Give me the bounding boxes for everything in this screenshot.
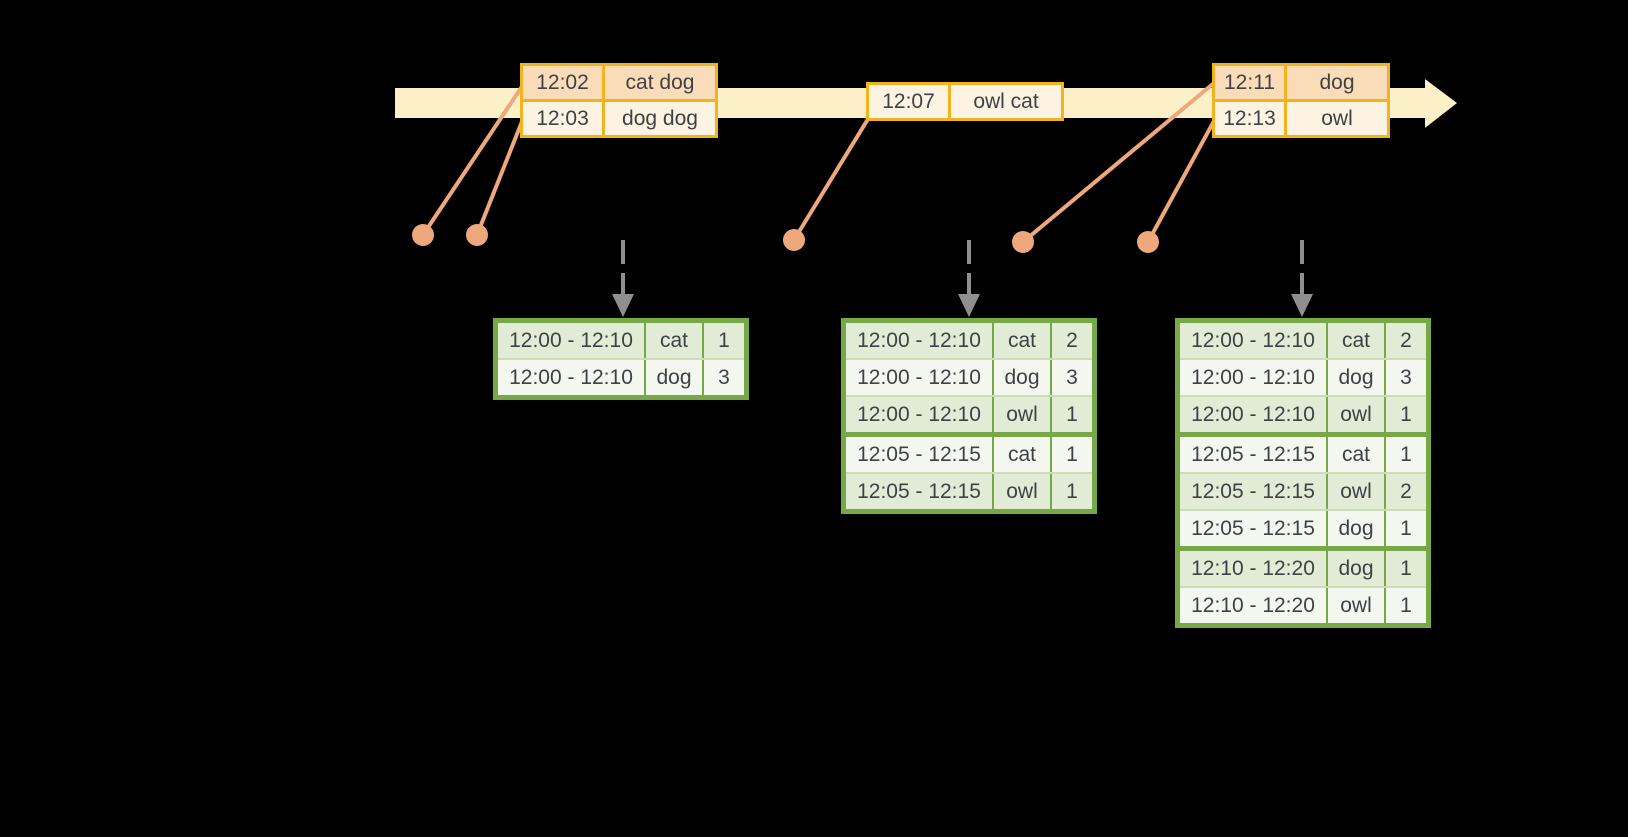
event-time-cell: 12:13 bbox=[1212, 99, 1287, 138]
window-cell: 12:05 - 12:15 bbox=[1176, 472, 1328, 511]
event-connector-line bbox=[475, 118, 525, 236]
count-cell: 2 bbox=[1050, 319, 1096, 360]
table-row: 12:05 - 12:15 dog 1 bbox=[1176, 509, 1430, 550]
count-cell: 1 bbox=[1050, 395, 1096, 436]
event-words-cell: dog dog bbox=[602, 99, 718, 138]
table-row: 12:10 - 12:20 owl 1 bbox=[1176, 586, 1430, 627]
event-dot-icon bbox=[1012, 231, 1034, 253]
event-time-cell: 12:02 bbox=[520, 63, 605, 102]
input-batch-table-1: 12:02 cat dog 12:03 dog dog bbox=[520, 63, 718, 138]
word-cell: dog bbox=[992, 358, 1052, 397]
window-cell: 12:05 - 12:15 bbox=[842, 472, 994, 513]
event-dot-icon bbox=[466, 224, 488, 246]
event-time-cell: 12:11 bbox=[1212, 63, 1287, 102]
event-dots bbox=[412, 224, 1159, 253]
table-row: 12:00 - 12:10 dog 3 bbox=[494, 358, 748, 399]
table-row: 12:13 owl bbox=[1212, 99, 1390, 138]
word-cell: owl bbox=[1326, 472, 1386, 511]
event-dot-icon bbox=[412, 224, 434, 246]
event-connector-line bbox=[792, 117, 870, 242]
word-cell: cat bbox=[644, 319, 704, 360]
down-arrowhead-icon bbox=[1291, 294, 1313, 317]
count-cell: 3 bbox=[1384, 358, 1430, 397]
window-cell: 12:05 - 12:15 bbox=[1176, 509, 1328, 550]
window-cell: 12:00 - 12:10 bbox=[842, 358, 994, 397]
window-cell: 12:10 - 12:20 bbox=[1176, 586, 1328, 627]
table-row: 12:07 owl cat bbox=[866, 82, 1064, 121]
table-row: 12:05 - 12:15 owl 1 bbox=[842, 472, 1096, 513]
window-cell: 12:00 - 12:10 bbox=[1176, 395, 1328, 436]
table-row: 12:00 - 12:10 dog 3 bbox=[1176, 358, 1430, 397]
event-words-cell: owl cat bbox=[948, 82, 1064, 121]
word-cell: owl bbox=[992, 472, 1052, 513]
result-table-1: 12:00 - 12:10 cat 1 12:00 - 12:10 dog 3 bbox=[493, 318, 749, 400]
table-row: 12:05 - 12:15 owl 2 bbox=[1176, 472, 1430, 511]
word-cell: cat bbox=[1326, 432, 1386, 474]
window-cell: 12:05 - 12:15 bbox=[1176, 432, 1328, 474]
window-cell: 12:00 - 12:10 bbox=[842, 319, 994, 360]
event-words-cell: dog bbox=[1284, 63, 1390, 102]
count-cell: 2 bbox=[1384, 472, 1430, 511]
word-cell: dog bbox=[1326, 546, 1386, 588]
event-time-cell: 12:03 bbox=[520, 99, 605, 138]
word-cell: cat bbox=[992, 432, 1052, 474]
word-cell: dog bbox=[1326, 509, 1386, 550]
event-dot-icon bbox=[783, 229, 805, 251]
event-words-cell: cat dog bbox=[602, 63, 718, 102]
table-row: 12:00 - 12:10 cat 2 bbox=[1176, 319, 1430, 360]
event-connectors bbox=[421, 81, 1216, 244]
event-connector-line bbox=[1021, 81, 1216, 244]
input-batch-table-2: 12:07 owl cat bbox=[866, 82, 1064, 121]
input-batch-table-3: 12:11 dog 12:13 owl bbox=[1212, 63, 1390, 138]
window-cell: 12:10 - 12:20 bbox=[1176, 546, 1328, 588]
window-cell: 12:05 - 12:15 bbox=[842, 432, 994, 474]
word-cell: owl bbox=[1326, 395, 1386, 436]
table-row: 12:00 - 12:10 cat 1 bbox=[494, 319, 748, 360]
count-cell: 1 bbox=[1050, 472, 1096, 513]
table-row: 12:03 dog dog bbox=[520, 99, 718, 138]
table-row: 12:00 - 12:10 dog 3 bbox=[842, 358, 1096, 397]
event-connector-line bbox=[1146, 120, 1216, 243]
word-cell: dog bbox=[1326, 358, 1386, 397]
word-cell: owl bbox=[992, 395, 1052, 436]
down-arrowhead-icon bbox=[958, 294, 980, 317]
count-cell: 1 bbox=[1384, 586, 1430, 627]
window-cell: 12:00 - 12:10 bbox=[1176, 358, 1328, 397]
trigger-arrows bbox=[612, 240, 1313, 317]
result-table-3: 12:00 - 12:10 cat 2 12:00 - 12:10 dog 3 … bbox=[1175, 318, 1431, 628]
down-arrowhead-icon bbox=[612, 294, 634, 317]
table-row: 12:02 cat dog bbox=[520, 63, 718, 102]
table-row: 12:11 dog bbox=[1212, 63, 1390, 102]
count-cell: 1 bbox=[702, 319, 748, 360]
window-cell: 12:00 - 12:10 bbox=[1176, 319, 1328, 360]
window-cell: 12:00 - 12:10 bbox=[494, 319, 646, 360]
event-time-cell: 12:07 bbox=[866, 82, 951, 121]
table-row: 12:10 - 12:20 dog 1 bbox=[1176, 546, 1430, 588]
count-cell: 1 bbox=[1384, 395, 1430, 436]
table-row: 12:05 - 12:15 cat 1 bbox=[1176, 432, 1430, 474]
table-row: 12:00 - 12:10 cat 2 bbox=[842, 319, 1096, 360]
timeline-arrowhead-icon bbox=[1425, 79, 1457, 128]
word-cell: cat bbox=[992, 319, 1052, 360]
word-cell: owl bbox=[1326, 586, 1386, 627]
table-row: 12:05 - 12:15 cat 1 bbox=[842, 432, 1096, 474]
count-cell: 1 bbox=[1050, 432, 1096, 474]
event-words-cell: owl bbox=[1284, 99, 1390, 138]
table-row: 12:00 - 12:10 owl 1 bbox=[842, 395, 1096, 436]
word-cell: dog bbox=[644, 358, 704, 399]
count-cell: 1 bbox=[1384, 432, 1430, 474]
word-cell: cat bbox=[1326, 319, 1386, 360]
event-dot-icon bbox=[1137, 231, 1159, 253]
count-cell: 3 bbox=[702, 358, 748, 399]
count-cell: 2 bbox=[1384, 319, 1430, 360]
count-cell: 3 bbox=[1050, 358, 1096, 397]
event-connector-line bbox=[421, 83, 525, 237]
count-cell: 1 bbox=[1384, 546, 1430, 588]
count-cell: 1 bbox=[1384, 509, 1430, 550]
table-row: 12:00 - 12:10 owl 1 bbox=[1176, 395, 1430, 436]
window-cell: 12:00 - 12:10 bbox=[494, 358, 646, 399]
window-cell: 12:00 - 12:10 bbox=[842, 395, 994, 436]
result-table-2: 12:00 - 12:10 cat 2 12:00 - 12:10 dog 3 … bbox=[841, 318, 1097, 514]
